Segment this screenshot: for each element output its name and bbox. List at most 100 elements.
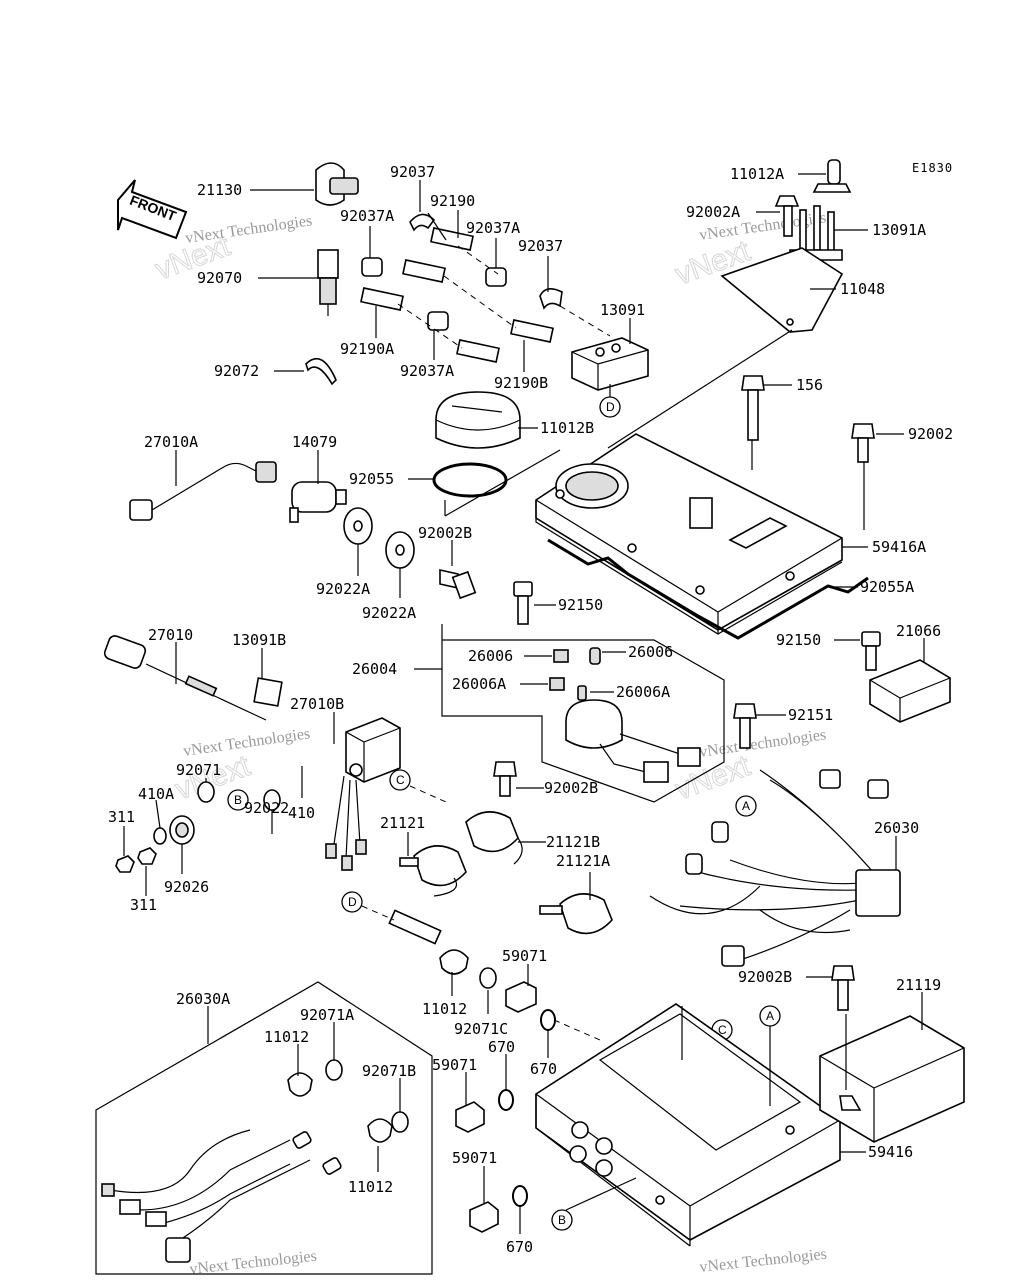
label-92070: 92070 — [197, 269, 242, 287]
label-92071: 92071 — [176, 761, 221, 779]
label-92002a: 92002A — [686, 203, 740, 221]
watermark: vNext Technologies — [182, 725, 311, 760]
label-59416a: 59416A — [872, 538, 926, 556]
band-clamp — [305, 357, 337, 386]
label-11048: 11048 — [840, 280, 885, 298]
switch-14079 — [289, 481, 347, 523]
label-92151: 92151 — [788, 706, 833, 724]
grommet-92071 — [197, 781, 215, 803]
label-92055: 92055 — [349, 470, 394, 488]
group-26004 — [441, 624, 725, 803]
label-92150: 92150 — [558, 596, 603, 614]
label-59071: 59071 — [432, 1056, 477, 1074]
bolt-156 — [741, 375, 765, 441]
callout-d-label: D — [348, 895, 357, 909]
bolt-92002 — [851, 423, 875, 463]
o-ring-670 — [540, 1009, 556, 1031]
label-92055a: 92055A — [860, 578, 914, 596]
label-11012b: 11012B — [540, 419, 594, 437]
label-92071c: 92071C — [454, 1020, 508, 1038]
gasket-92055a — [547, 538, 869, 640]
fitting-59071-3 — [469, 1201, 499, 1233]
callout-d — [341, 891, 363, 913]
label-92071a: 92071A — [300, 1006, 354, 1024]
label-92190a: 92190A — [340, 340, 394, 358]
label-21130: 21130 — [197, 181, 242, 199]
label-11012a: 11012A — [730, 165, 784, 183]
cap-11012 — [439, 949, 469, 975]
nut-311 — [115, 855, 135, 873]
bolt-92150-2 — [861, 631, 881, 671]
harness-26030 — [649, 769, 901, 967]
o-ring-670-2 — [498, 1089, 514, 1111]
front-arrow: FRONT — [117, 179, 188, 240]
spark-plug-cap — [315, 162, 359, 206]
label-670: 670 — [488, 1038, 515, 1056]
label-13091b: 13091B — [232, 631, 286, 649]
label-26006: 26006 — [628, 643, 673, 661]
label-26006a: 26006A — [616, 683, 670, 701]
label-59071: 59071 — [502, 947, 547, 965]
callout-c-label: C — [396, 773, 405, 787]
label-92037: 92037 — [518, 237, 563, 255]
label-59071: 59071 — [452, 1149, 497, 1167]
fitting-59071-2 — [455, 1101, 485, 1133]
label-92037: 92037 — [390, 163, 435, 181]
label-21121: 21121 — [380, 814, 425, 832]
nut-311-2 — [137, 847, 157, 865]
callout-b — [227, 789, 249, 811]
fuse-26006-b — [589, 647, 601, 665]
washer-410a — [153, 827, 167, 845]
label-13091: 13091 — [600, 301, 645, 319]
label-21121a: 21121A — [556, 852, 610, 870]
label-26006: 26006 — [468, 647, 513, 665]
label-410: 410 — [288, 804, 315, 822]
label-92002b: 92002B — [418, 524, 472, 542]
label-26030: 26030 — [874, 819, 919, 837]
label-11012: 11012 — [348, 1178, 393, 1196]
label-92026: 92026 — [164, 878, 209, 896]
label-26030a: 26030A — [176, 990, 230, 1008]
bolt-92150 — [513, 581, 533, 625]
block-13091b — [253, 677, 283, 707]
terminal-block-13091 — [571, 337, 649, 391]
callout-a-label: A — [742, 799, 750, 813]
ecu-21066 — [869, 659, 951, 723]
coil-21121 — [399, 845, 467, 897]
fuse-holder-11012a — [812, 159, 852, 193]
label-14079: 14079 — [292, 433, 337, 451]
label-92022: 92022 — [244, 799, 289, 817]
fuse-26006a-b — [577, 685, 587, 701]
wire-27010 — [103, 635, 267, 721]
callout-c — [389, 769, 411, 791]
label-311: 311 — [108, 808, 135, 826]
label-26004: 26004 — [352, 660, 397, 678]
label-21119: 21119 — [896, 976, 941, 994]
callout-b — [551, 1209, 573, 1231]
label-11012: 11012 — [422, 1000, 467, 1018]
bracket-11048 — [720, 247, 844, 333]
label-92190: 92190 — [430, 192, 475, 210]
label-92071b: 92071B — [362, 1062, 416, 1080]
label-27010: 27010 — [148, 626, 193, 644]
ecu-21119 — [819, 1015, 965, 1143]
watermark: vNext Technologies — [698, 726, 827, 761]
watermark: vNext Technologies — [699, 1246, 828, 1276]
fuse-box — [565, 699, 701, 783]
cap-11012-3 — [367, 1118, 393, 1143]
grommet-92071c — [479, 967, 497, 989]
wire-27010a — [129, 461, 277, 521]
label-92150: 92150 — [776, 631, 821, 649]
cap-11012b — [435, 391, 521, 449]
o-ring-670-3 — [512, 1185, 528, 1207]
label-92002b: 92002B — [738, 968, 792, 986]
label-21121b: 21121B — [546, 833, 600, 851]
label-21066: 21066 — [896, 622, 941, 640]
label-311: 311 — [130, 896, 157, 914]
fitting-59071 — [505, 981, 537, 1013]
label-92022a: 92022A — [362, 604, 416, 622]
label-92072: 92072 — [214, 362, 259, 380]
bolt-92151 — [733, 703, 757, 749]
label-92190b: 92190B — [494, 374, 548, 392]
callout-a — [735, 795, 757, 817]
